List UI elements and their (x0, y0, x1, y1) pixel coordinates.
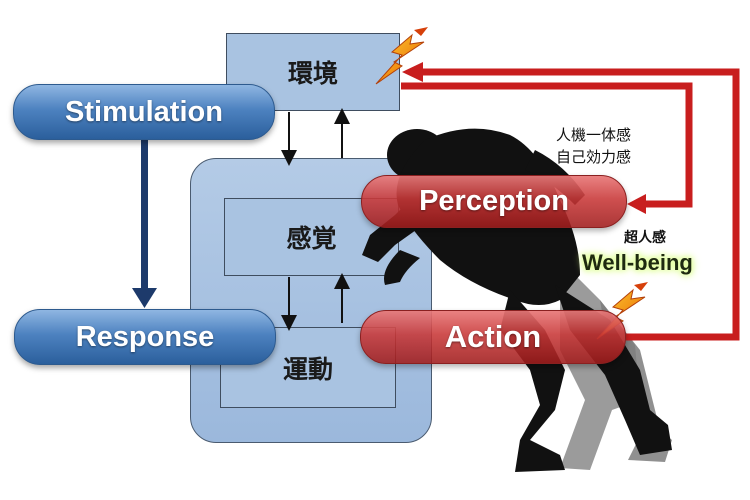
sensation-motor-arrows (281, 273, 350, 331)
superhuman-label: 超人感 (624, 230, 666, 246)
motor-label: 運動 (282, 355, 333, 384)
annotation-line2: 自己効力感 (556, 148, 632, 166)
stimulation-label: Stimulation (65, 95, 223, 128)
wellbeing-label: Well-being (582, 250, 693, 275)
perception-label: Perception (419, 185, 569, 217)
env-sensation-arrows (281, 108, 350, 166)
feedback-arrowheads (402, 62, 646, 214)
perception-pill: Perception (361, 175, 627, 228)
action-label: Action (444, 319, 542, 354)
sensation-label: 感覚 (286, 224, 337, 253)
annotation-line1: 人機一体感 (556, 126, 632, 144)
environment-label: 環境 (287, 59, 338, 88)
stimulation-pill: Stimulation (13, 84, 275, 140)
action-pill: Action (360, 310, 626, 364)
lightning-bolt-icon (375, 27, 428, 85)
feedback-arrows (401, 68, 740, 341)
stimulation-response-arrow (132, 140, 157, 308)
response-label: Response (75, 320, 215, 353)
response-pill: Response (14, 309, 276, 365)
